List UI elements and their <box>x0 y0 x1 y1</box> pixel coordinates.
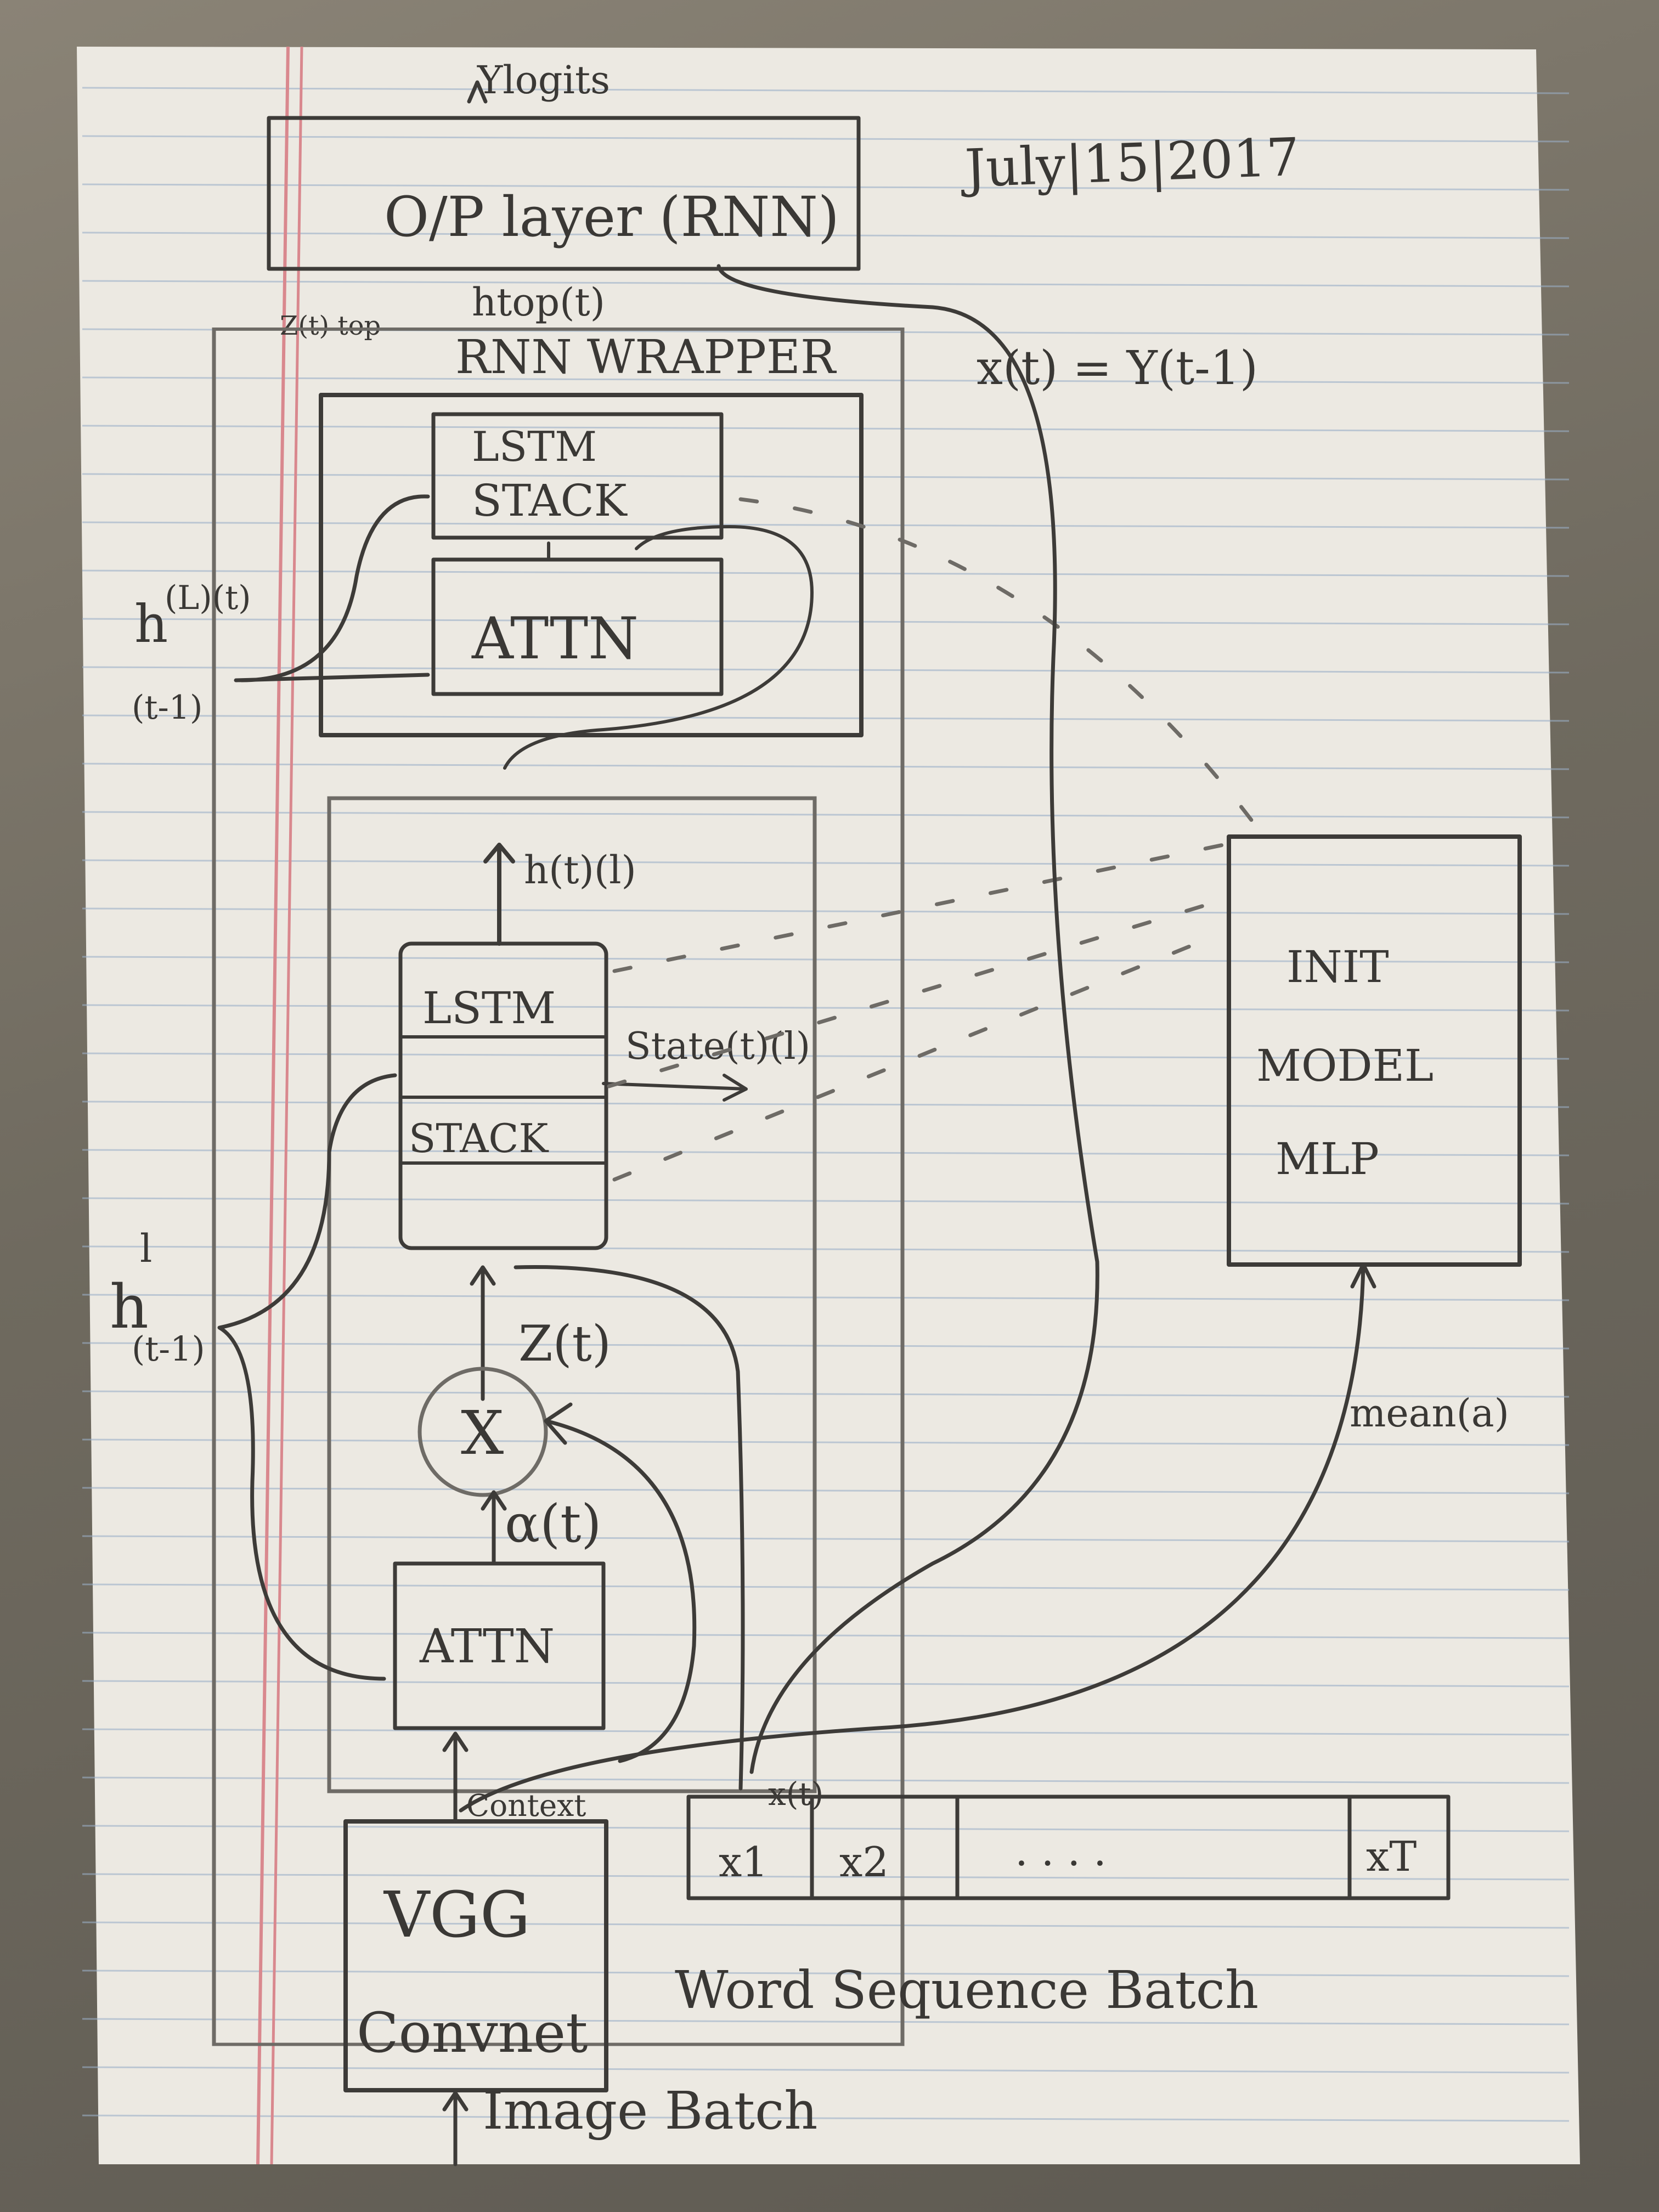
top-inner-box <box>319 393 864 737</box>
bottom-inner-box <box>327 796 817 1793</box>
rule-line <box>82 2018 1570 2025</box>
seq-x1: x1 <box>719 1838 768 1886</box>
h-left-arrows <box>217 1073 397 1681</box>
rule-line <box>82 376 1570 384</box>
h-top-left-base: h <box>134 594 168 654</box>
h-l-t-label: h(t)(l) <box>524 848 636 893</box>
rule-line <box>82 1921 1570 1929</box>
multiply-arrow <box>544 1402 697 1763</box>
mid-lstm-line2: STACK <box>409 1115 549 1161</box>
state-arrow <box>602 1074 748 1102</box>
h-top-left-sub: (t-1) <box>132 689 202 727</box>
rule-line <box>82 1825 1570 1832</box>
margin-line-2 <box>270 46 303 2165</box>
rule-line <box>82 618 1570 625</box>
mean-arrow <box>459 1262 1376 1813</box>
rule-line <box>82 714 1570 722</box>
context-arrow <box>442 1731 469 1824</box>
init-line2: MODEL <box>1256 1040 1434 1091</box>
h-left-sup: l <box>140 1226 152 1271</box>
z-arrows <box>470 1265 745 1791</box>
context-label: Context <box>466 1788 586 1823</box>
rule-line <box>82 1970 1570 1977</box>
margin-line <box>256 46 290 2165</box>
rule-line <box>82 473 1570 481</box>
multiply-circle <box>417 1367 548 1497</box>
op-layer-label: O/P layer (RNN) <box>384 185 839 249</box>
mid-lstm-line1: LSTM <box>422 983 556 1034</box>
h-left-sub: (t-1) <box>132 1329 205 1369</box>
top-attn-label: ATTN <box>471 605 639 672</box>
vgg-line1: VGG <box>383 1878 531 1952</box>
rule-line <box>82 232 1570 239</box>
date-text: July|15|2017 <box>960 127 1300 200</box>
top-lstm-line2: STACK <box>472 475 628 526</box>
rule-line <box>82 87 1570 94</box>
ylogits-arrow <box>467 80 488 104</box>
rule-line <box>82 2066 1570 2074</box>
z-t-label: Z(t) <box>518 1315 611 1373</box>
rule-line <box>82 1873 1570 1881</box>
seq-box <box>686 1795 1451 1900</box>
top-lstm-box <box>431 412 724 540</box>
rule-line <box>82 521 1570 529</box>
init-line3: MLP <box>1276 1133 1379 1184</box>
mean-label: mean(a) <box>1350 1391 1509 1436</box>
rule-line <box>82 763 1570 770</box>
htop-label: htop(t) <box>472 280 605 325</box>
bottom-attn-box <box>393 1561 606 1730</box>
xt-curve <box>716 264 1099 1774</box>
alpha-arrow <box>481 1490 507 1566</box>
seq-xT: xT <box>1366 1832 1417 1881</box>
h-top-left-sup: (L)(t) <box>165 579 251 617</box>
word-seq-label: Word Sequence Batch <box>675 1960 1259 2021</box>
rnn-wrapper-label: RNN WRAPPER <box>455 330 837 385</box>
init-model-box <box>1227 834 1522 1267</box>
top-attn-box <box>431 557 724 696</box>
image-batch-label: Image Batch <box>483 2081 818 2141</box>
state-label: State(t)(l) <box>625 1025 810 1068</box>
x-t-label: x(t) <box>768 1775 823 1813</box>
rule-line <box>82 425 1570 432</box>
top-lstm-line1: LSTM <box>472 422 597 471</box>
paper-sheet <box>77 47 1580 2164</box>
image-batch-arrow <box>442 2091 469 2166</box>
h-left-base: h <box>110 1272 149 1342</box>
ylogits-label: Ylogits <box>477 58 610 103</box>
vgg-box <box>343 1819 608 2092</box>
seq-x2: x2 <box>839 1838 889 1886</box>
rule-line <box>82 569 1570 577</box>
rule-line <box>82 183 1570 191</box>
top-internal-arrows <box>503 525 814 770</box>
op-layer-box <box>267 116 861 271</box>
init-line1: INIT <box>1286 941 1389 992</box>
rule-line <box>82 666 1570 674</box>
alpha-label: α(t) <box>505 1494 601 1554</box>
vgg-line2: Convnet <box>357 2001 588 2065</box>
bottom-attn-label: ATTN <box>419 1620 555 1674</box>
z-top-label: Z(t) top <box>280 311 381 341</box>
rule-line <box>82 2114 1570 2122</box>
rnn-wrapper-outer <box>212 327 905 2046</box>
multiply-label: X <box>461 1398 504 1468</box>
h-top-left-arrows <box>234 494 430 682</box>
xt-eq-label: x(t) = Y(t-1) <box>977 341 1258 396</box>
h-l-t-arrow <box>483 843 515 946</box>
rule-line <box>82 135 1570 143</box>
seq-dots: . . . . <box>1015 1827 1107 1875</box>
rule-line <box>82 280 1570 287</box>
